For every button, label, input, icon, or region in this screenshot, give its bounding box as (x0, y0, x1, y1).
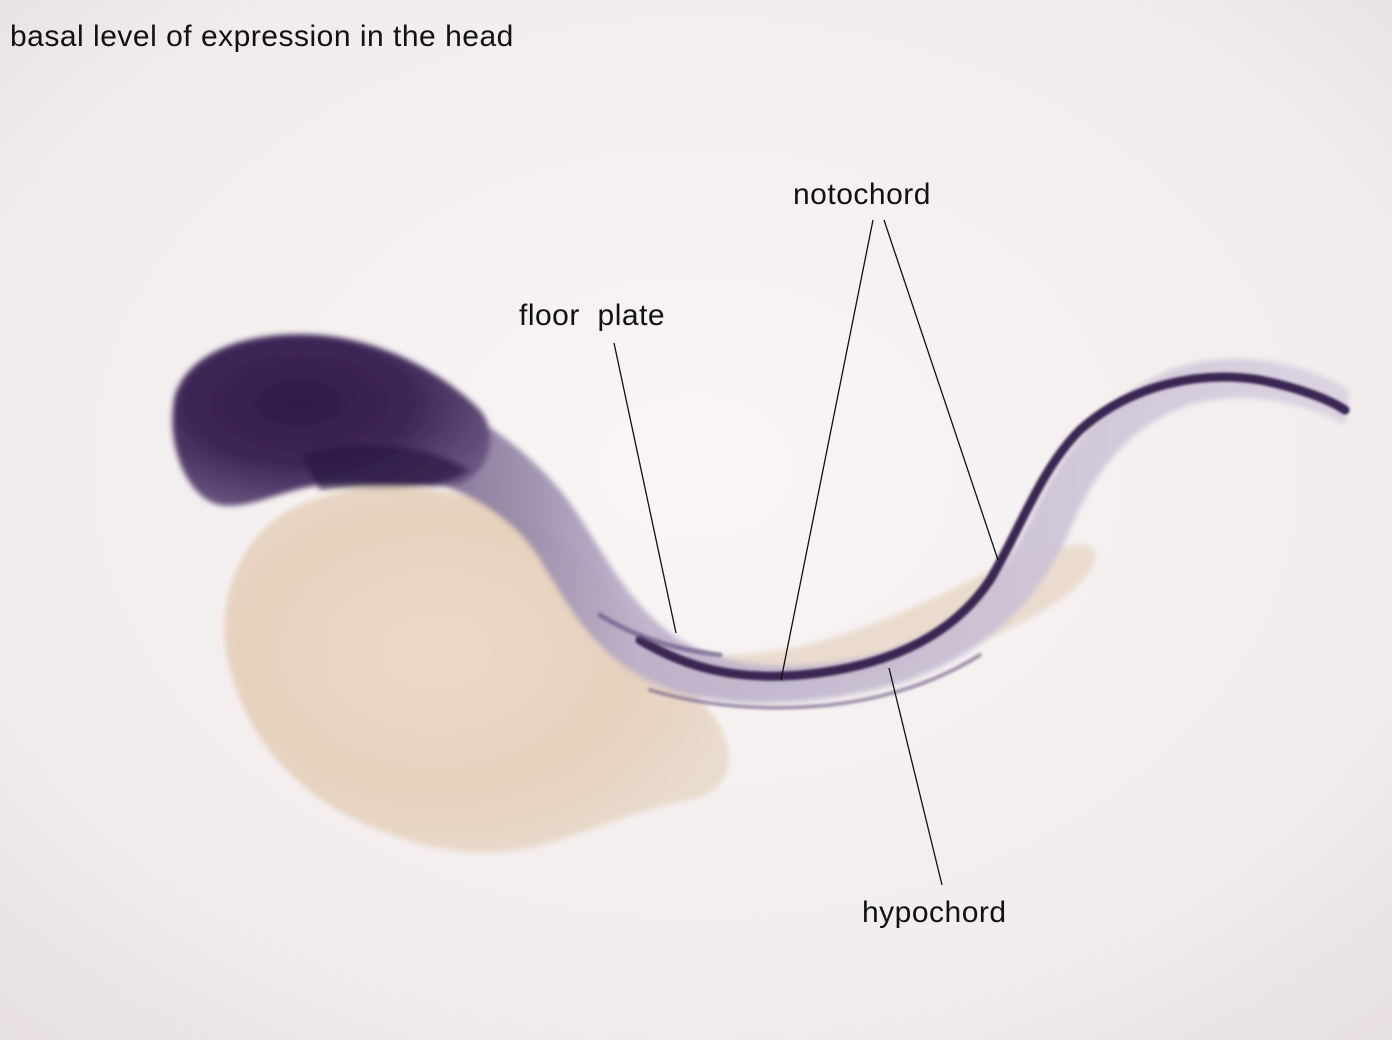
trunk (330, 358, 1350, 704)
stained-lines (597, 372, 1350, 710)
embryo (172, 334, 1350, 853)
notochord-leader-right (883, 219, 999, 561)
floor-plate-leader (613, 342, 677, 634)
hypochord-stain (648, 653, 982, 710)
head-shadow (300, 445, 470, 490)
floor-plate-label: floor plate (519, 299, 666, 332)
figure-caption: basal level of expression in the head (10, 20, 514, 53)
floor-plate-stain (597, 612, 723, 658)
notochord-leader-left (780, 219, 874, 681)
notochord-stain (635, 372, 1350, 681)
yolk-extension (600, 545, 1096, 695)
leader-lines (613, 219, 999, 886)
hypochord-leader (888, 667, 943, 886)
hypochord-label: hypochord (862, 896, 1007, 929)
notochord-label: notochord (793, 178, 931, 211)
yolk-ball (224, 487, 729, 853)
